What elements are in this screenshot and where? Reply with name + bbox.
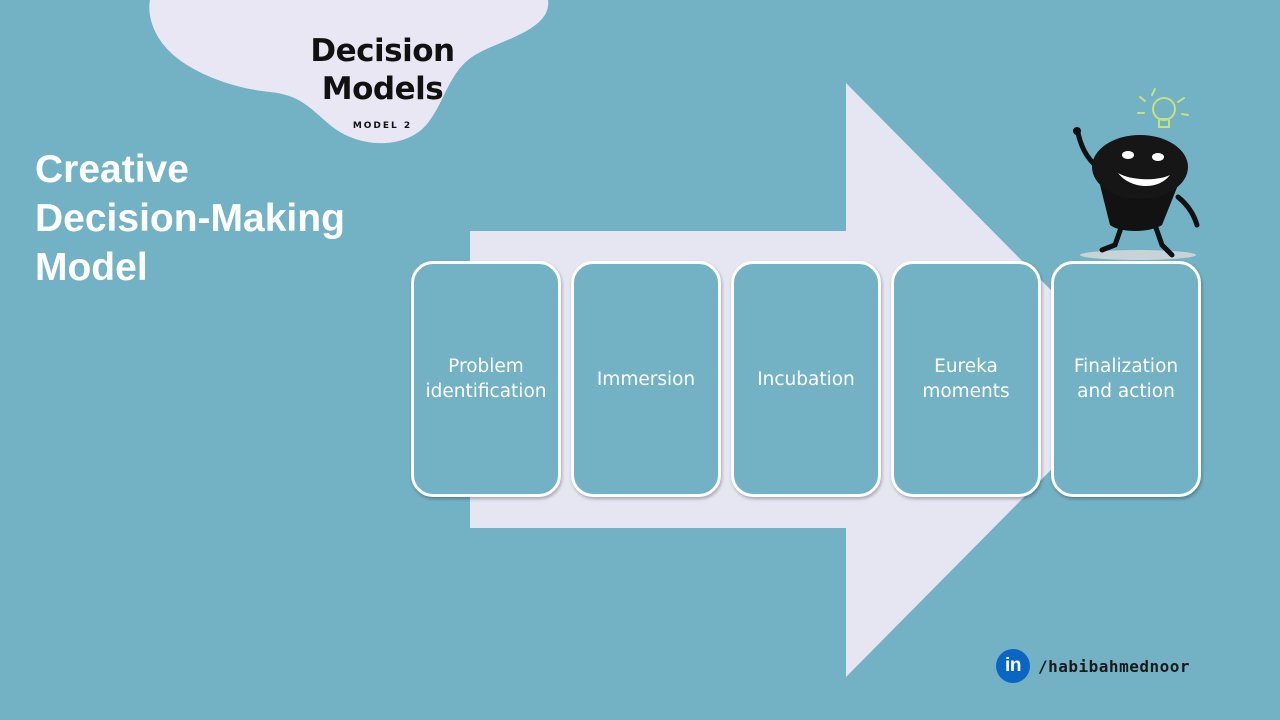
step-label: Eureka moments	[918, 354, 1013, 404]
step-label-line2: moments	[922, 381, 1010, 402]
step-label: Finalization and action	[1070, 354, 1182, 404]
step-box-immersion: Immersion	[571, 261, 721, 497]
step-label-line1: Finalization	[1073, 356, 1179, 377]
badge-blob	[149, 0, 549, 144]
step-box-problem-identification: Problem identification	[411, 261, 561, 497]
step-box-incubation: Incubation	[731, 261, 881, 497]
badge-title-line1: Decision	[310, 33, 455, 69]
linkedin-icon[interactable]: in	[996, 649, 1030, 683]
badge-title: Decision Models	[300, 32, 465, 108]
page-title-line3: Model	[35, 246, 148, 289]
step-label-line1: Immersion	[596, 368, 696, 390]
step-label-line1: Eureka	[934, 356, 998, 377]
step-label: Immersion	[593, 367, 699, 392]
step-label-line2: identification	[425, 381, 547, 402]
badge-subtitle: MODEL 2	[352, 121, 413, 131]
mascot-lightbulb-character-icon	[1073, 88, 1200, 260]
step-label-line2: and action	[1077, 381, 1175, 402]
step-box-eureka-moments: Eureka moments	[891, 261, 1041, 497]
page-title-line2: Decision-Making	[35, 197, 345, 240]
step-box-finalization-and-action: Finalization and action	[1051, 261, 1201, 497]
step-label-line1: Incubation	[757, 368, 855, 390]
page-title: Creative Decision-Making Model	[35, 145, 415, 292]
step-label-line1: Problem	[448, 356, 524, 377]
step-label: Problem identification	[422, 354, 551, 404]
step-label: Incubation	[753, 367, 859, 392]
badge-title-line2: Models	[321, 71, 444, 107]
page-title-line1: Creative	[35, 148, 189, 191]
footer-credit: in /habibahmednoor	[996, 648, 1190, 684]
linkedin-handle[interactable]: /habibahmednoor	[1038, 656, 1190, 676]
